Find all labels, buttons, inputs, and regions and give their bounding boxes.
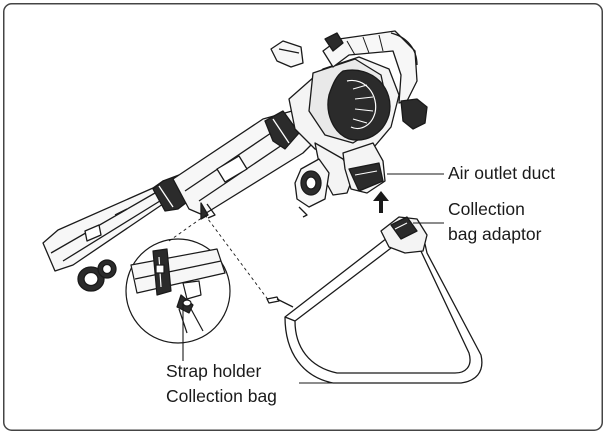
label-strap-holder: Strap holder xyxy=(166,361,262,381)
blower-vacuum-body xyxy=(42,30,428,292)
air-outlet-duct-part xyxy=(342,142,386,194)
nozzle-wheel xyxy=(77,259,117,292)
leader-lines xyxy=(182,173,444,384)
diagram-canvas xyxy=(3,3,603,431)
collection-bag-adaptor-part xyxy=(380,216,428,254)
label-collection-bag-adaptor-line2: bag adaptor xyxy=(448,224,542,244)
impeller-cover xyxy=(327,69,391,141)
label-air-outlet-duct: Air outlet duct xyxy=(448,163,555,183)
strap-holder-detail xyxy=(125,216,231,344)
label-collection-bag: Collection bag xyxy=(166,386,277,406)
diagram-border xyxy=(3,3,603,431)
attach-arrow xyxy=(373,191,389,213)
collection-bag-part xyxy=(266,216,483,384)
label-collection-bag-adaptor-line1: Collection xyxy=(448,199,525,219)
